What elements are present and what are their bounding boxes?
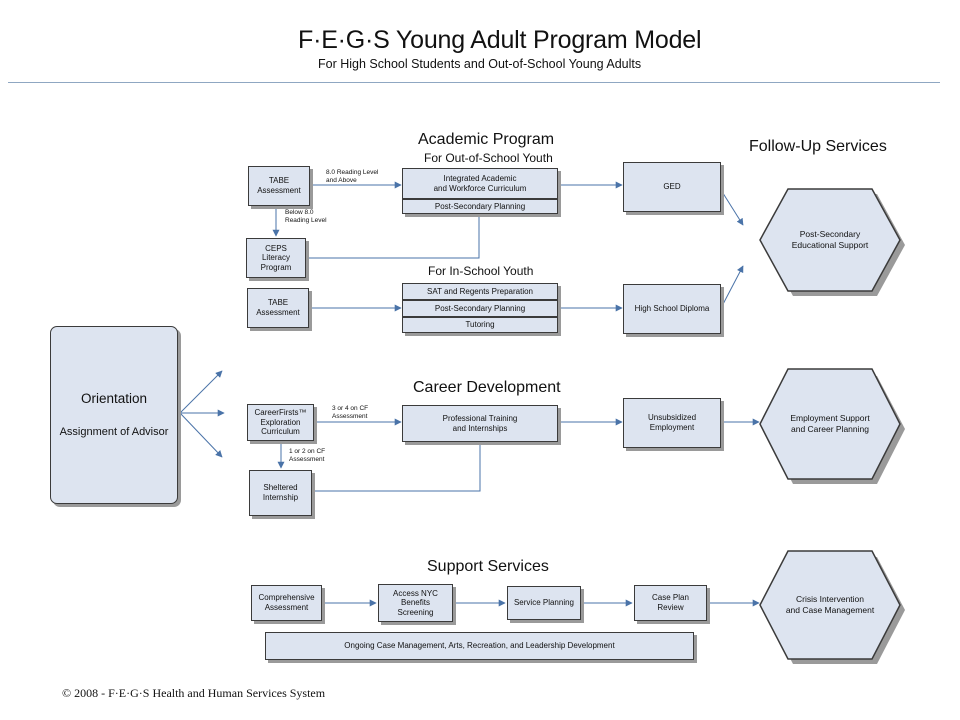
tutoring: Tutoring [402,317,558,333]
orientation-subtitle: Assignment of Advisor [59,426,169,438]
heading-in-school: For In-School Youth [428,264,534,278]
ged-box: GED [623,162,721,212]
note-cf-high: 3 or 4 on CF Assessment [332,405,369,420]
note-cf-low: 1 or 2 on CF Assessment [289,448,326,463]
professional-training: Professional Training and Internships [402,405,558,442]
in-school-stack: SAT and Regents Preparation Post-Seconda… [402,283,558,333]
arrow-ged-followup [720,189,744,226]
page-title: F·E·G·S Young Adult Program Model [298,26,702,54]
orientation-title: Orientation [80,391,148,406]
post-secondary-planning-in: Post-Secondary Planning [402,300,558,317]
heading-support-services: Support Services [427,558,549,575]
integrated-curriculum: Integrated Academic and Workforce Curric… [402,168,558,199]
sat-regents-preparation: SAT and Regents Preparation [402,283,558,300]
tabe-assessment-out-of-school: TABE Assessment [248,166,310,206]
careerfirsts-curriculum: CareerFirsts™ Exploration Curriculum [247,404,314,441]
note-reading-below: Below 8.0 Reading Level [285,209,327,224]
ongoing-case-management: Ongoing Case Management, Arts, Recreatio… [265,632,694,660]
arrow-sheltered-return [312,442,481,492]
header-divider [8,82,940,83]
integrated-curriculum-stack: Integrated Academic and Workforce Curric… [402,168,558,214]
orientation-box: Orientation Assignment of Advisor [50,326,178,504]
tabe-assessment-in-school: TABE Assessment [247,288,309,328]
hexagon-post-secondary [759,188,901,292]
heading-follow-up-services: Follow-Up Services [749,138,887,155]
post-secondary-planning-out: Post-Secondary Planning [402,199,558,214]
arrow-diploma-followup [720,265,744,309]
employment-support-label: Employment Support and Career Planning [790,413,870,434]
unsubsidized-employment: Unsubsidized Employment [623,398,721,448]
arrow-orientation-academic [179,370,223,414]
post-secondary-support-label: Post-Secondary Educational Support [791,229,869,250]
case-plan-review: Case Plan Review [634,585,707,621]
note-reading-above: 8.0 Reading Level and Above [326,169,379,184]
comprehensive-assessment: Comprehensive Assessment [251,585,322,621]
arrow-ceps-return [306,214,480,259]
page-subtitle: For High School Students and Out-of-Scho… [318,57,642,71]
hexagon-crisis [759,550,901,660]
service-planning: Service Planning [507,586,581,620]
sheltered-internship: Sheltered Internship [249,470,312,516]
heading-career-development: Career Development [413,379,561,396]
heading-out-of-school: For Out-of-School Youth [424,151,553,165]
crisis-intervention-label: Crisis Intervention and Case Management [785,594,875,615]
heading-academic-program: Academic Program [418,131,555,148]
arrow-orientation-support [179,412,223,458]
access-nyc-screening: Access NYC Benefits Screening [378,584,453,622]
ceps-literacy-program: CEPS Literacy Program [246,238,306,278]
copyright-footer: © 2008 - F·E·G·S Health and Human Servic… [62,686,326,700]
high-school-diploma: High School Diploma [623,284,721,334]
hexagon-employment [759,368,901,480]
